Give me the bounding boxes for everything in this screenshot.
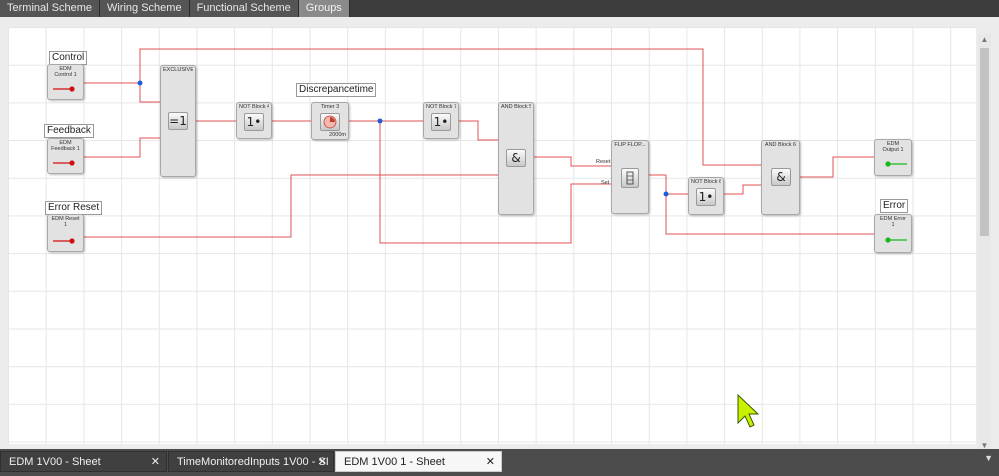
tab-functional-scheme[interactable]: Functional Scheme [189, 0, 299, 17]
not4-title: NOT Block 4 [239, 104, 269, 110]
edm-reset-input[interactable]: EDM Reset 1 [47, 214, 84, 252]
junction-dot-flipflop [663, 191, 669, 197]
edm-control-input[interactable]: EDM Control 1 [47, 64, 84, 100]
scroll-up-icon[interactable]: ▲ [980, 35, 989, 44]
not4-symbol: 1• [244, 113, 264, 131]
error-reset-label: Error Reset [45, 201, 103, 215]
edm-error-title: EDM Error [880, 216, 906, 222]
edm-control-num: 1 [73, 72, 77, 78]
wire-and5-ffreset [534, 156, 611, 167]
junction-dot-timer [377, 118, 383, 124]
doc-tab-label: EDM 1V00 - Sheet [9, 456, 101, 468]
wire-timer-junction-ff [379, 121, 611, 244]
wire-junction-xor-in1 [139, 83, 163, 103]
edm-feedback-sub: Feedback [51, 146, 76, 152]
edm-feedback-input[interactable]: EDM Feedback 1 [47, 138, 84, 174]
edm-output-title: EDM [886, 141, 900, 147]
scheme-tabs: Terminal Scheme Wiring Scheme Functional… [0, 0, 350, 17]
not6-title: NOT Block 6 [691, 179, 721, 185]
close-icon[interactable]: ✕ [317, 456, 327, 468]
input-led-icon [53, 238, 75, 244]
edm-output-sub: Output [882, 147, 899, 153]
wire-not7-and5 [459, 120, 501, 141]
flipflop-title: FLIP FLOP... [614, 142, 646, 148]
not7-title: NOT Block 7 [426, 104, 456, 110]
doc-tab-edm-1-sheet[interactable]: EDM 1V00 1 - Sheet ✕ [335, 451, 502, 472]
not-block-6[interactable]: NOT Block 6 1• [688, 177, 724, 215]
tab-list-dropdown-icon[interactable]: ▼ [984, 453, 993, 463]
error-label: Error [880, 199, 909, 213]
edm-output-num: 1 [900, 147, 904, 153]
clock-icon [323, 115, 337, 129]
junction-dot-control [137, 80, 143, 86]
doc-tab-time-monitored[interactable]: TimeMonitoredInputs 1V00 - SI ✕ [168, 451, 334, 472]
edm-error-num: 1 [891, 222, 895, 228]
flipflop-icon [621, 168, 639, 188]
mouse-cursor-icon [737, 394, 760, 428]
timer-clock-icon [320, 113, 340, 131]
timer-value: 2000m [329, 132, 346, 138]
logic-canvas[interactable]: Control EDM Control 1 Feedback EDM Feedb… [8, 27, 976, 444]
doc-tab-label: EDM 1V00 1 - Sheet [344, 456, 445, 468]
timer-title: Timer 3 [320, 104, 340, 110]
xor-title: EXCLUSIVE... [163, 67, 193, 73]
flip-flop-icon [626, 171, 634, 185]
not-block-7[interactable]: NOT Block 7 1• [423, 102, 459, 139]
tab-groups[interactable]: Groups [298, 0, 350, 17]
doc-tab-edm-sheet[interactable]: EDM 1V00 - Sheet ✕ [0, 451, 167, 472]
output-led-icon [885, 237, 907, 243]
and6-symbol: & [771, 168, 791, 186]
wire-feedback-xor [84, 137, 163, 158]
wire-ff-error [665, 194, 876, 235]
wire-reset-and5 [84, 174, 501, 238]
xor-symbol: =1 [168, 112, 188, 130]
edm-reset-num: 1 [63, 222, 68, 228]
wire-not6-and6 [724, 184, 761, 195]
wire-junction-and6 [139, 48, 761, 166]
close-icon[interactable]: ✕ [150, 456, 160, 468]
edm-control-title: EDM [59, 66, 72, 72]
flipflop-set-label: Set [601, 180, 610, 186]
tab-wiring-scheme[interactable]: Wiring Scheme [99, 0, 190, 17]
not7-symbol: 1• [431, 113, 451, 131]
xor-block[interactable]: EXCLUSIVE... =1 [160, 65, 196, 177]
close-icon[interactable]: ✕ [485, 456, 495, 468]
edm-reset-title: EDM Reset [51, 216, 80, 222]
output-led-icon [885, 161, 907, 167]
timer-block-3[interactable]: Timer 3 2000m [311, 102, 349, 140]
scroll-down-icon[interactable]: ▼ [980, 441, 989, 450]
canvas-area: Control EDM Control 1 Feedback EDM Feedb… [0, 17, 999, 464]
doc-tab-label: TimeMonitoredInputs 1V00 - SI [177, 456, 329, 468]
wire-and6-output [800, 156, 875, 178]
edm-control-sub: Control [54, 72, 73, 78]
and-block-5[interactable]: AND Block 5 & [498, 102, 534, 215]
wires-layer [74, 48, 876, 244]
wire-ff-not6 [649, 174, 688, 195]
input-led-icon [53, 160, 75, 166]
and5-title: AND Block 5 [501, 104, 531, 110]
edm-output[interactable]: EDM Output 1 [874, 139, 912, 176]
vertical-scroll-thumb[interactable] [980, 48, 989, 236]
edm-feedback-title: EDM [59, 140, 72, 146]
and5-symbol: & [506, 149, 526, 167]
flip-flop-block[interactable]: FLIP FLOP... [611, 140, 649, 214]
edm-error-output[interactable]: EDM Error 1 [874, 214, 912, 253]
feedback-label: Feedback [44, 124, 94, 138]
not-block-4[interactable]: NOT Block 4 1• [236, 102, 272, 139]
edm-feedback-num: 1 [76, 146, 80, 152]
not6-symbol: 1• [696, 188, 716, 206]
and-block-6[interactable]: AND Block 6 & [761, 140, 800, 215]
tab-terminal-scheme[interactable]: Terminal Scheme [0, 0, 100, 17]
discrepancetime-label: Discrepancetime [296, 83, 377, 97]
flipflop-reset-label: Reset [596, 159, 611, 165]
and6-title: AND Block 6 [764, 142, 797, 148]
vertical-scrollbar[interactable]: ▲ ▼ [978, 34, 991, 452]
control-label: Control [49, 51, 88, 65]
input-led-icon [53, 86, 75, 92]
document-tabs: EDM 1V00 - Sheet ✕ TimeMonitoredInputs 1… [0, 449, 999, 476]
